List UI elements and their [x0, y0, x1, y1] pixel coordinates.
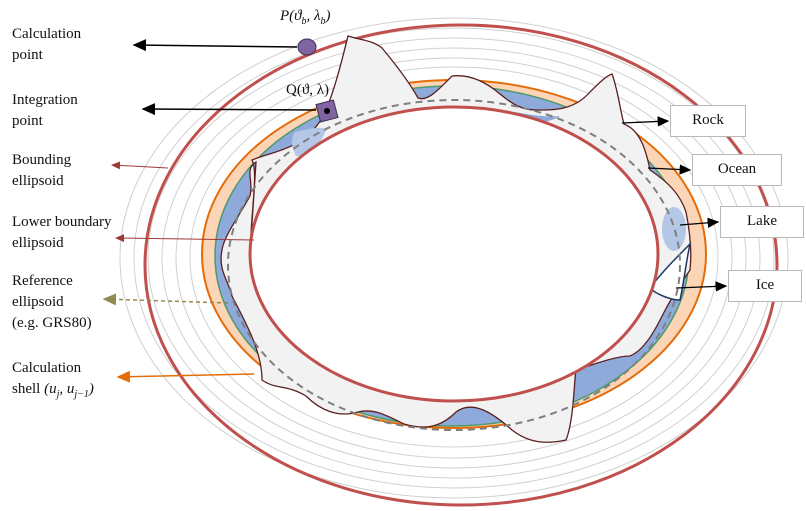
arrow-lake [679, 217, 720, 229]
label-point-p: P(ϑb, λb) [280, 8, 331, 27]
box-lake: Lake [720, 206, 804, 238]
calculation-point-marker [297, 38, 317, 56]
reference-ellipsoid [227, 99, 681, 431]
box-rock: Rock [670, 105, 746, 137]
bounding-ellipsoid [143, 23, 779, 507]
lower-boundary-ellipsoid [248, 105, 660, 403]
shell-math: (uj, uj−1) [44, 381, 94, 400]
box-ocean: Ocean [692, 154, 782, 186]
arrow-bounding-ellipsoid [111, 161, 169, 170]
arrow-calculation-shell [116, 370, 255, 383]
ocean-patch-upper-left [292, 127, 326, 157]
label-calculation-shell: Calculation shell (uj, uj−1) [12, 360, 94, 400]
label-point-q: Q(ϑ, λ) [286, 82, 330, 98]
outer-shells [119, 17, 789, 499]
arrow-rock [621, 116, 670, 127]
arrow-lower-boundary [115, 234, 255, 243]
arrow-integration-point [141, 103, 317, 116]
arrow-reference-ellipsoid [102, 293, 229, 306]
arrow-ocean [647, 164, 692, 175]
arrow-ice [675, 281, 728, 292]
arrow-calculation-point [132, 39, 298, 52]
box-ice: Ice [728, 270, 802, 302]
lake [662, 207, 686, 251]
